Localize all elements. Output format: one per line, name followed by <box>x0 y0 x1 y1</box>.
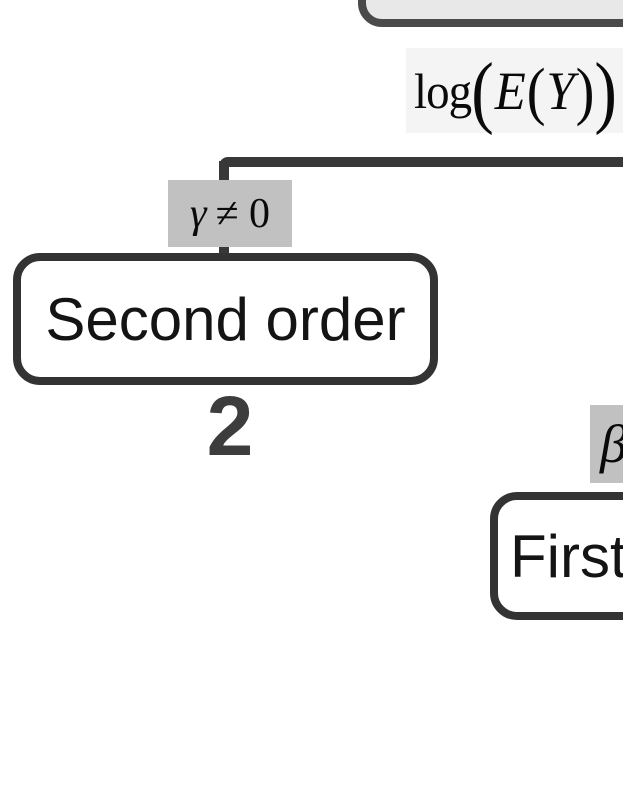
node-first-order: First order <box>490 492 623 620</box>
condition-label-gamma: γ ≠ 0 <box>168 180 292 247</box>
beta-symbol: β <box>600 417 623 471</box>
formula-inner-open-paren: ( <box>526 54 546 127</box>
node-first-order-label: First order <box>510 522 623 590</box>
node-second-order: Second order <box>13 253 438 385</box>
branch-horizontal-connector <box>219 157 623 167</box>
gamma-symbol: γ <box>189 190 207 237</box>
root-node-box <box>358 0 623 27</box>
formula: log(E(Y))= <box>414 50 623 131</box>
formula-var-y: Y <box>546 60 575 121</box>
formula-panel: log(E(Y))= <box>406 48 623 133</box>
formula-function: log <box>414 62 472 119</box>
step-number-2-text: 2 <box>206 378 254 473</box>
formula-outer-close-paren: ) <box>594 45 617 136</box>
gamma-relation: ≠ 0 <box>215 190 271 237</box>
formula-var-e: E <box>494 60 526 121</box>
node-second-order-label: Second order <box>45 285 406 353</box>
formula-outer-open-paren: ( <box>471 45 494 136</box>
formula-inner-close-paren: ) <box>575 54 595 127</box>
condition-label-beta: β <box>590 405 623 483</box>
step-number-2: 2 <box>175 379 285 473</box>
